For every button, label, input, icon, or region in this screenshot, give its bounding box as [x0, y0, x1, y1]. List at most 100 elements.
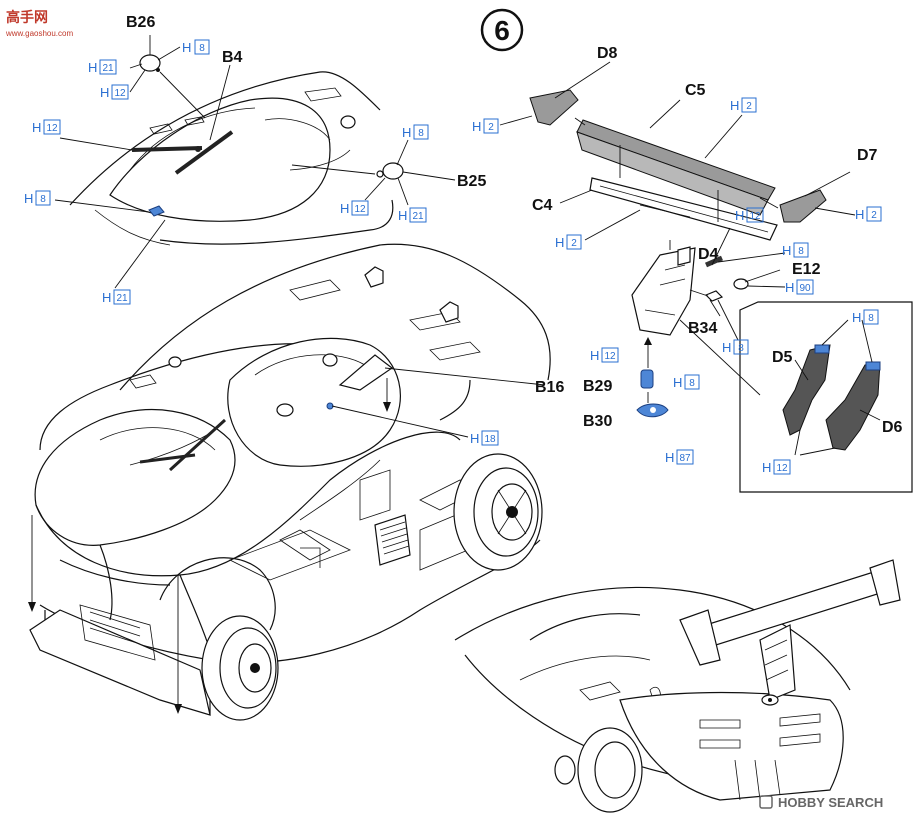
- svg-text:H: H: [555, 235, 564, 250]
- site-logo-sub: www.gaoshou.com: [5, 29, 73, 38]
- callout-h8-b29: H 8: [673, 374, 700, 390]
- step-number: 6: [494, 15, 510, 46]
- callout-h2-d8: H 2: [472, 118, 499, 134]
- label-d8: D8: [597, 45, 618, 62]
- label-b29: B29: [583, 378, 612, 395]
- callout-h12-b26: H 12: [100, 84, 129, 100]
- car-body-main: [34, 243, 551, 651]
- part-labels: B26 B4 B25 B16 D8 C5 D7 C4 D4 E12 B34 B2…: [126, 14, 903, 436]
- callout-h8-b34: H 8: [722, 339, 749, 355]
- svg-text:H: H: [24, 191, 33, 206]
- svg-text:8: 8: [199, 43, 205, 54]
- detail-box-d5-d6: [739, 301, 913, 493]
- svg-text:H: H: [398, 208, 407, 223]
- svg-text:H: H: [402, 125, 411, 140]
- svg-text:21: 21: [102, 63, 114, 74]
- svg-text:90: 90: [799, 283, 811, 294]
- callout-h8-d5d6: H 8: [852, 309, 879, 325]
- finished-car: [454, 559, 901, 813]
- callout-h8-b26: H 8: [182, 39, 210, 55]
- wing-leaders: [499, 61, 856, 403]
- svg-text:12: 12: [604, 351, 616, 362]
- svg-text:H: H: [340, 201, 349, 216]
- label-b25: B25: [457, 173, 486, 190]
- svg-text:2: 2: [571, 238, 577, 249]
- site-logo-text: 高手网: [6, 9, 48, 25]
- assembly-arrows: [28, 367, 546, 714]
- watermark-text: HOBBY SEARCH: [778, 795, 883, 810]
- svg-text:H: H: [102, 290, 111, 305]
- callout-h8-b25: H 8: [402, 124, 429, 140]
- rear-wing-exploded: [529, 89, 827, 418]
- svg-text:2: 2: [488, 122, 494, 133]
- svg-text:H: H: [88, 60, 97, 75]
- callout-h87-b30: H 87: [665, 449, 694, 465]
- label-d7: D7: [857, 147, 878, 164]
- label-e12: E12: [792, 261, 821, 278]
- svg-text:2: 2: [871, 210, 877, 221]
- callout-h2-c4: H 2: [555, 234, 582, 250]
- chassis: [29, 453, 543, 721]
- svg-text:H: H: [100, 85, 109, 100]
- svg-text:H: H: [785, 280, 794, 295]
- callout-h2-c5: H 2: [730, 97, 757, 113]
- svg-text:12: 12: [114, 88, 126, 99]
- label-b34: B34: [688, 320, 717, 337]
- callout-h12-d5d6: H 12: [762, 459, 791, 475]
- label-c5: C5: [685, 82, 706, 99]
- label-d4: D4: [698, 246, 719, 263]
- callout-h21-nozzle: H 21: [102, 289, 131, 305]
- svg-text:H: H: [590, 348, 599, 363]
- callout-h12-upright: H 12: [735, 207, 764, 223]
- hobby-search-watermark: HOBBY SEARCH: [759, 795, 883, 810]
- windshield-leaders: [54, 35, 456, 289]
- label-d6: D6: [882, 419, 903, 436]
- svg-text:H: H: [32, 120, 41, 135]
- svg-text:12: 12: [776, 463, 788, 474]
- callout-h21-b25: H 21: [398, 207, 427, 223]
- svg-text:H: H: [852, 310, 861, 325]
- svg-text:12: 12: [749, 211, 761, 222]
- svg-text:8: 8: [689, 378, 695, 389]
- label-b30: B30: [583, 413, 612, 430]
- callout-h2-d7: H 2: [855, 206, 882, 222]
- callout-h18-body: H 18: [470, 430, 499, 446]
- label-c4: C4: [532, 197, 553, 214]
- callout-h12-b29: H 12: [590, 347, 619, 363]
- svg-text:87: 87: [679, 453, 691, 464]
- callout-h90-e12: H 90: [785, 279, 814, 295]
- svg-text:H: H: [782, 243, 791, 258]
- svg-text:21: 21: [412, 211, 424, 222]
- callout-h8-d4: H 8: [782, 242, 809, 258]
- svg-text:H: H: [730, 98, 739, 113]
- svg-text:12: 12: [354, 204, 366, 215]
- label-b4: B4: [222, 49, 243, 66]
- svg-text:H: H: [673, 375, 682, 390]
- svg-text:8: 8: [40, 194, 46, 205]
- svg-text:12: 12: [46, 123, 58, 134]
- svg-text:H: H: [722, 340, 731, 355]
- svg-text:H: H: [182, 40, 191, 55]
- svg-text:8: 8: [418, 128, 424, 139]
- svg-text:8: 8: [798, 246, 804, 257]
- callout-h12-b25: H 12: [340, 200, 369, 216]
- svg-text:H: H: [665, 450, 674, 465]
- callout-h12-wiper: H 12: [32, 119, 61, 135]
- svg-text:H: H: [855, 207, 864, 222]
- label-d5: D5: [772, 349, 793, 366]
- label-b16: B16: [535, 379, 564, 396]
- svg-text:18: 18: [484, 434, 496, 445]
- svg-text:2: 2: [746, 101, 752, 112]
- svg-text:8: 8: [738, 343, 744, 354]
- step-number-badge: 6: [480, 8, 524, 52]
- windshield-detail: [69, 54, 404, 246]
- label-b26: B26: [126, 14, 155, 31]
- svg-text:H: H: [470, 431, 479, 446]
- svg-text:H: H: [472, 119, 481, 134]
- svg-text:H: H: [762, 460, 771, 475]
- callout-h8-nozzle: H 8: [24, 190, 51, 206]
- svg-text:21: 21: [116, 293, 128, 304]
- color-callouts: H 8 H 21 H 12 H 12 H 8 H 21: [24, 39, 882, 475]
- site-logo: 高手网 www.gaoshou.com: [5, 9, 73, 38]
- callout-h21-b26: H 21: [88, 59, 117, 75]
